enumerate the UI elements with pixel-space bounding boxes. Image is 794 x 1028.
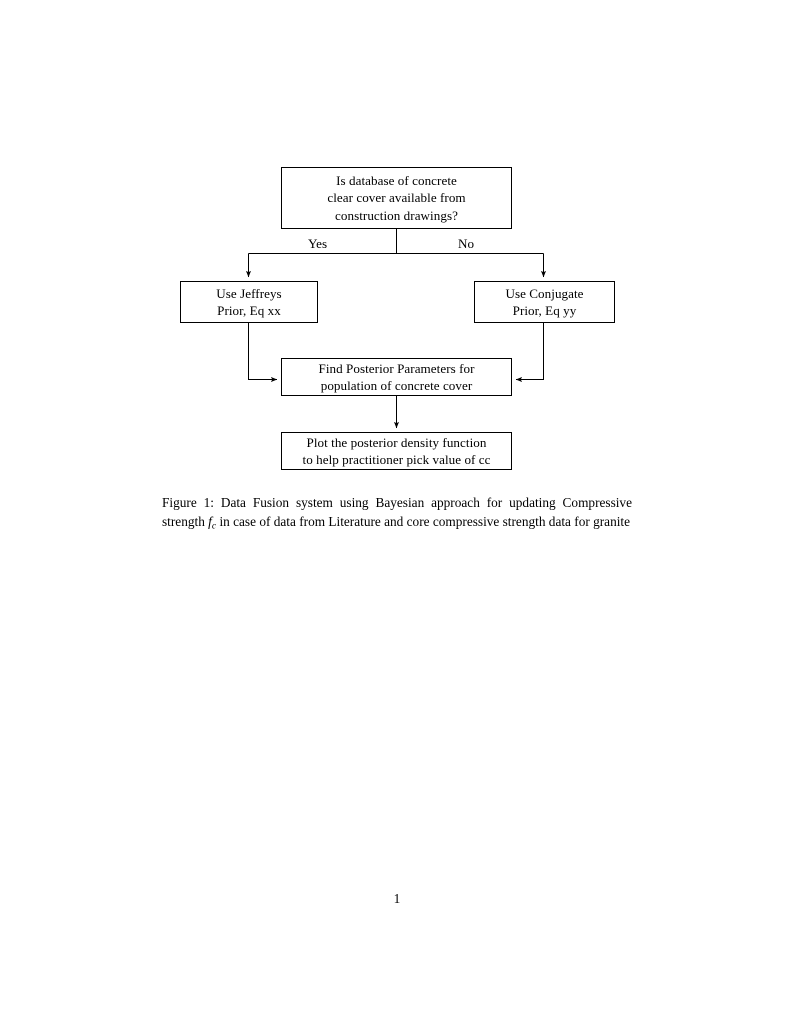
flow-node-plot-posterior-density[interactable]: Plot the posterior density function to h… — [281, 432, 512, 470]
edge-jeffreys-to-posterior — [247, 323, 278, 383]
edge-label-yes: Yes — [308, 236, 328, 251]
node-jeffreys-line-2: Prior, Eq xx — [217, 303, 281, 318]
caption-text-before-math: Data Fusion system using Bayesian approa… — [162, 495, 632, 530]
node-conjugate-line-2: Prior, Eq yy — [512, 303, 577, 318]
page-number: 1 — [393, 891, 401, 906]
node-decision-line-2: clear cover available from — [327, 190, 466, 206]
node-decision-line-1: Is database of concrete — [336, 172, 457, 188]
flow-node-find-posterior-parameters[interactable]: Find Posterior Parameters for population… — [281, 358, 512, 396]
caption-text-after-math: in case of data from Literature and core… — [216, 514, 631, 530]
flow-node-jeffreys-prior[interactable]: Use Jeffreys Prior, Eq xx — [180, 281, 318, 323]
node-posterior-line-2: population of concrete cover — [320, 378, 473, 393]
node-plot-line-1: Plot the posterior density function — [306, 434, 487, 450]
node-decision-line-3: construction drawings? — [335, 207, 458, 223]
figure-flowchart: Is database of concrete clear cover avai… — [0, 0, 794, 490]
edge-label-no: No — [458, 236, 475, 251]
node-conjugate-line-1: Use Conjugate — [505, 285, 584, 301]
caption-label: Figure 1: — [162, 495, 214, 510]
node-posterior-line-1: Find Posterior Parameters for — [318, 360, 475, 376]
node-jeffreys-line-1: Use Jeffreys — [216, 285, 282, 301]
flowchart-connectors — [245, 229, 547, 429]
flow-node-conjugate-prior[interactable]: Use Conjugate Prior, Eq yy — [474, 281, 615, 323]
node-plot-line-2: to help practitioner pick value of cc — [302, 452, 491, 467]
figure-caption: Figure 1: Data Fusion system using Bayes… — [162, 493, 632, 536]
caption-math-subscript: c — [211, 520, 217, 532]
caption-math-symbol: f — [208, 514, 212, 530]
edge-conjugate-to-posterior — [515, 323, 545, 383]
flow-node-decision[interactable]: Is database of concrete clear cover avai… — [281, 167, 512, 229]
